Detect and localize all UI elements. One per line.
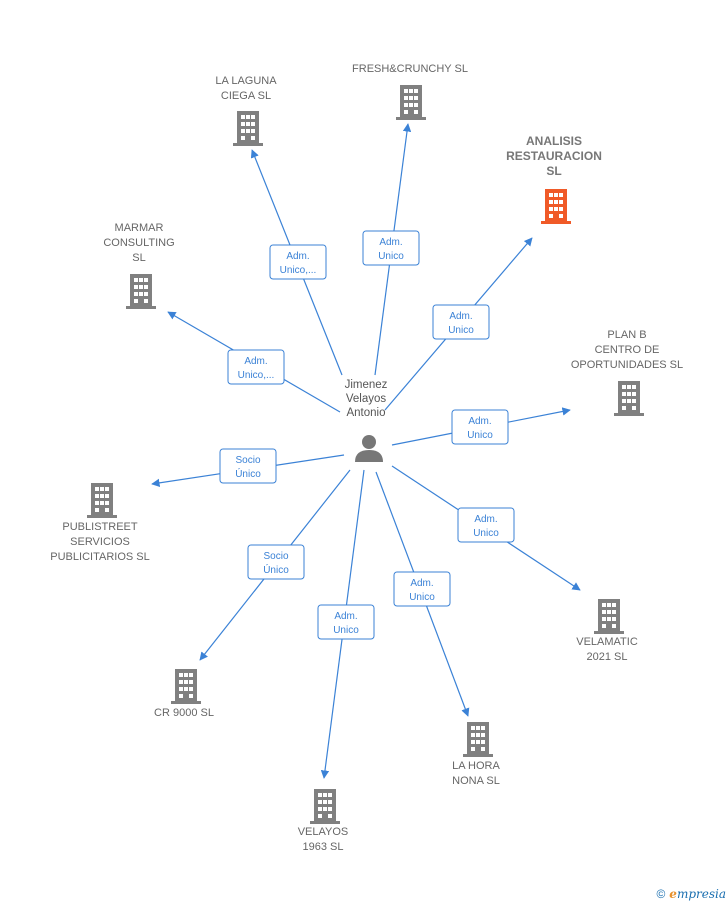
company-name: PUBLISTREET	[62, 521, 137, 533]
company-name: NONA SL	[452, 775, 500, 787]
relation-text: Adm.	[474, 514, 497, 525]
relation-label-freshcrunchy[interactable]: Adm. Unico	[362, 230, 420, 266]
relation-text: Unico,...	[238, 370, 275, 381]
company-name: ANALISIS	[526, 134, 582, 148]
company-name: PLAN B	[607, 329, 646, 341]
relation-label-plan-b[interactable]: Adm. Unico	[451, 409, 509, 445]
relation-text: Unico	[448, 325, 474, 336]
company-name: PUBLICITARIOS SL	[50, 551, 149, 563]
company-name: OPORTUNIDADES SL	[571, 359, 683, 371]
relation-text: Adm.	[334, 611, 357, 622]
company-name: CIEGA SL	[221, 90, 271, 102]
relation-label-velayos-1963[interactable]: Adm. Unico	[317, 604, 375, 640]
relation-box	[219, 448, 277, 484]
company-name: RESTAURACION	[506, 149, 602, 163]
company-name: SL	[132, 252, 145, 264]
relation-text: Adm.	[286, 251, 309, 262]
brand-logo-initial: e	[669, 887, 677, 901]
relation-text: Adm.	[410, 578, 433, 589]
relation-label-analisis-restauracion[interactable]: Adm. Unico	[432, 304, 490, 340]
company-node-cr-9000[interactable]: CR 9000 SL	[154, 669, 214, 719]
relation-box	[457, 507, 515, 543]
relation-text: Unico	[333, 625, 359, 636]
company-name: 2021 SL	[587, 651, 628, 663]
company-name: VELAMATIC	[576, 636, 638, 648]
relation-text: Adm.	[449, 311, 472, 322]
company-name: MARMAR	[115, 222, 164, 234]
company-name: SERVICIOS	[70, 536, 130, 548]
building-icon	[126, 274, 156, 309]
person-icon	[355, 435, 383, 462]
company-name: LA LAGUNA	[215, 75, 277, 87]
company-node-velamatic[interactable]: VELAMATIC 2021 SL	[576, 599, 638, 663]
relation-text: Adm.	[244, 356, 267, 367]
relation-box	[393, 571, 451, 607]
company-node-marmar-consulting[interactable]: MARMAR CONSULTING SL	[103, 222, 175, 309]
person-name: Jimenez	[345, 379, 388, 391]
relation-text: Único	[263, 563, 289, 576]
person-name: Velayos	[346, 393, 387, 405]
copyright-icon: ©	[656, 887, 666, 901]
company-name: CONSULTING	[103, 237, 174, 249]
relation-text: Único	[235, 467, 261, 480]
company-name: VELAYOS	[298, 826, 349, 838]
building-icon	[171, 669, 201, 704]
relation-label-velamatic[interactable]: Adm. Unico	[457, 507, 515, 543]
company-name: CENTRO DE	[595, 344, 660, 356]
relation-text: Adm.	[379, 237, 402, 248]
relation-box	[227, 349, 285, 385]
building-icon	[310, 789, 340, 824]
relation-box	[247, 544, 305, 580]
relation-text: Socio	[235, 455, 260, 466]
person-name: Antonio	[346, 407, 385, 419]
company-name: FRESH&CRUNCHY SL	[352, 63, 468, 75]
relation-box	[451, 409, 509, 445]
company-node-plan-b[interactable]: PLAN B CENTRO DE OPORTUNIDADES SL	[571, 329, 683, 416]
building-icon	[541, 189, 571, 224]
company-name: LA HORA	[452, 760, 500, 772]
relation-label-la-laguna-ciega[interactable]: Adm. Unico,...	[269, 244, 327, 280]
building-icon	[614, 381, 644, 416]
relation-text: Unico	[473, 528, 499, 539]
relation-text: Socio	[263, 551, 288, 562]
company-name: SL	[546, 164, 561, 178]
relation-text: Adm.	[468, 416, 491, 427]
building-icon	[396, 85, 426, 120]
relation-text: Unico	[378, 251, 404, 262]
relation-box	[362, 230, 420, 266]
brand-footer: © empresia	[656, 887, 726, 901]
company-node-publistreet[interactable]: PUBLISTREET SERVICIOS PUBLICITARIOS SL	[50, 483, 150, 563]
company-node-velayos-1963[interactable]: VELAYOS 1963 SL	[298, 789, 349, 853]
company-name: 1963 SL	[303, 841, 344, 853]
relation-label-marmar-consulting[interactable]: Adm. Unico,...	[227, 349, 285, 385]
relation-text: Unico	[467, 430, 493, 441]
company-node-la-hora-nona[interactable]: LA HORA NONA SL	[452, 722, 501, 787]
building-icon	[463, 722, 493, 757]
relation-box	[269, 244, 327, 280]
relation-text: Unico,...	[280, 265, 317, 276]
building-icon	[87, 483, 117, 518]
building-icon	[594, 599, 624, 634]
company-name: CR 9000 SL	[154, 707, 214, 719]
relation-box	[317, 604, 375, 640]
company-node-freshcrunchy[interactable]: FRESH&CRUNCHY SL	[352, 63, 468, 120]
brand-logo-text: mpresia	[676, 887, 726, 901]
building-icon	[233, 111, 263, 146]
relation-label-la-hora-nona[interactable]: Adm. Unico	[393, 571, 451, 607]
relation-box	[432, 304, 490, 340]
company-node-la-laguna-ciega[interactable]: LA LAGUNA CIEGA SL	[215, 75, 277, 146]
relation-text: Unico	[409, 592, 435, 603]
